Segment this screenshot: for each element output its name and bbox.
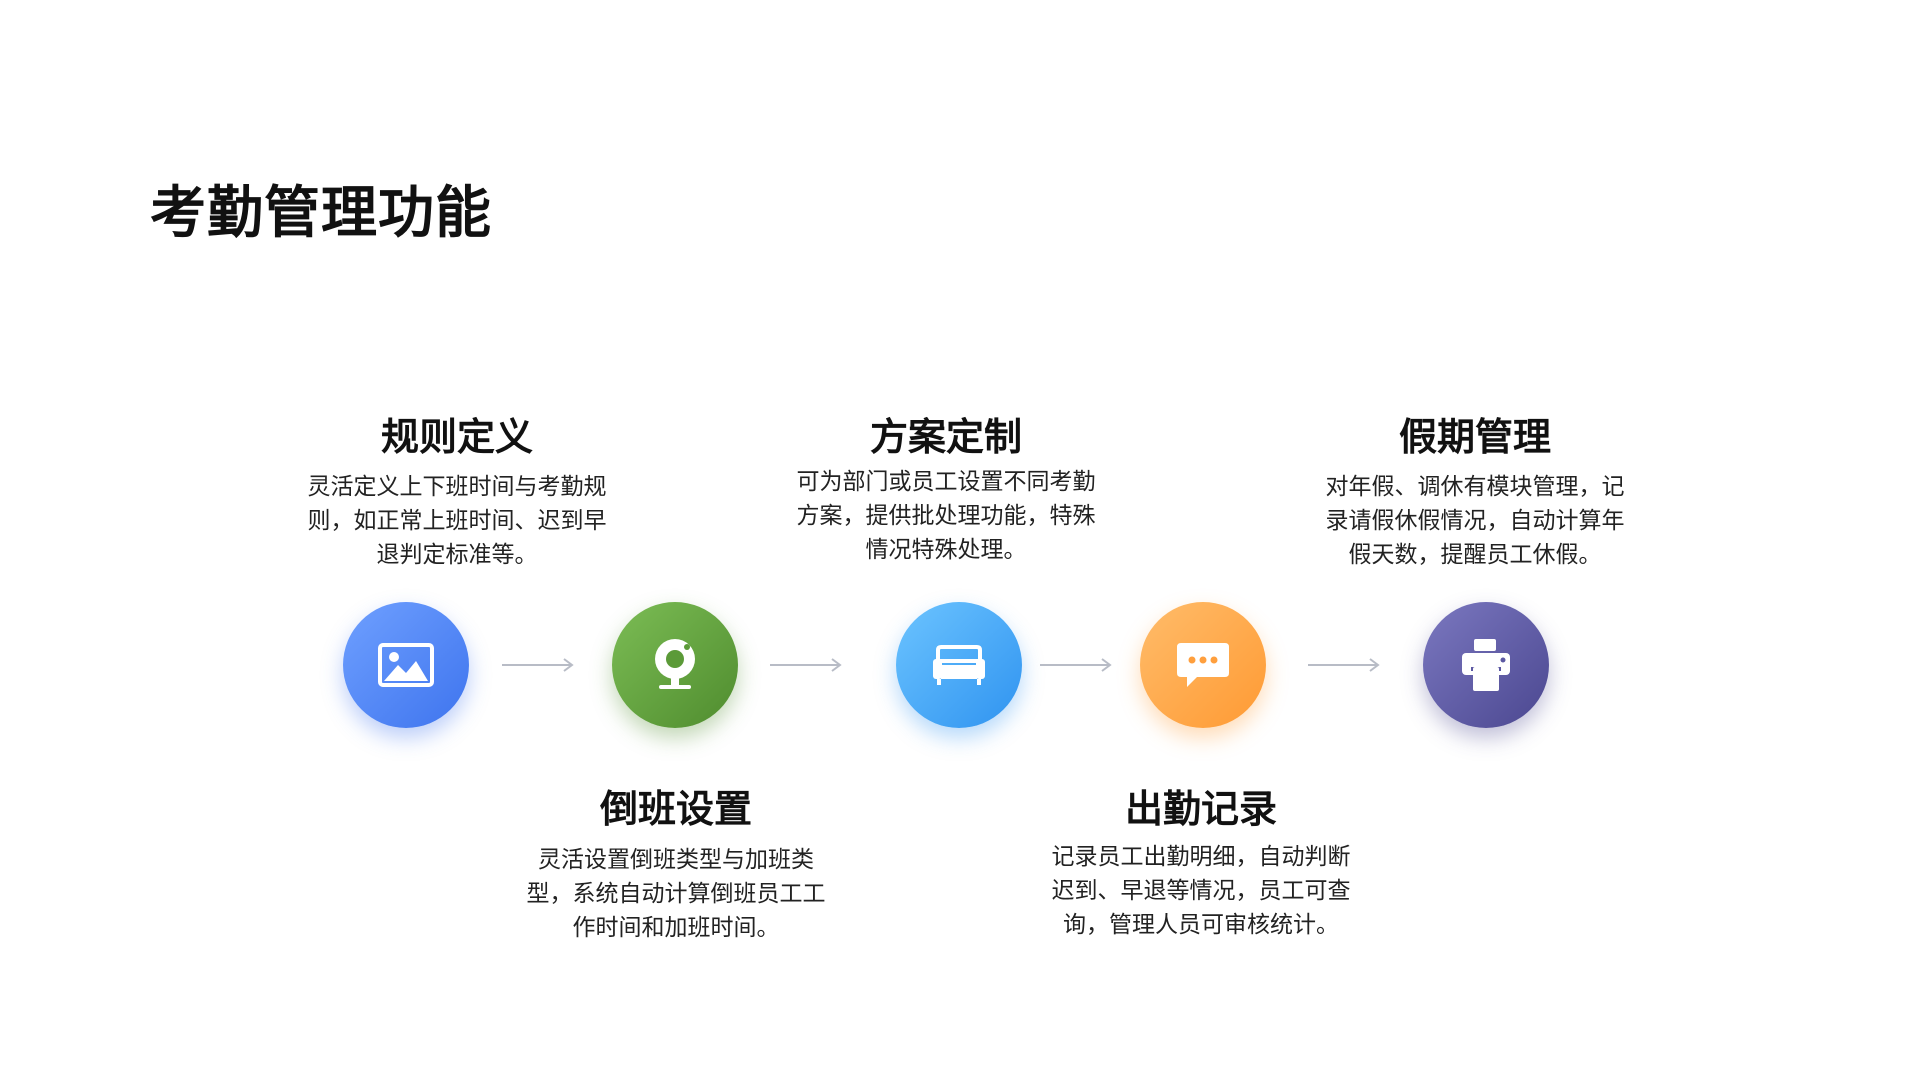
chat-icon	[1177, 643, 1229, 687]
printer-icon	[1462, 639, 1510, 691]
step-desc-leave: 对年假、调休有模块管理，记录请假休假情况，自动计算年假天数，提醒员工休假。	[1325, 474, 1625, 568]
step-title-rules: 规则定义	[380, 415, 533, 459]
sofa-icon	[933, 645, 985, 685]
step-node-shift	[612, 602, 738, 728]
page-title: 考勤管理功能	[150, 181, 492, 246]
step-desc-attendance: 记录员工出勤明细，自动判断迟到、早退等情况，员工可查询，管理人员可审核统计。	[1051, 844, 1351, 938]
step-desc-plan: 可为部门或员工设置不同考勤方案，提供批处理功能，特殊情况特殊处理。	[796, 469, 1096, 563]
step-title-shift: 倒班设置	[599, 787, 752, 831]
arrow-icon	[502, 658, 574, 672]
arrow-icon	[770, 658, 842, 672]
arrow-icon	[1308, 658, 1380, 672]
step-desc-shift: 灵活设置倒班类型与加班类型，系统自动计算倒班员工工作时间和加班时间。	[526, 847, 826, 941]
arrow-icon	[1040, 658, 1112, 672]
step-title-attendance: 出勤记录	[1124, 787, 1277, 831]
step-node-rules	[343, 602, 469, 728]
step-desc-rules: 灵活定义上下班时间与考勤规则，如正常上班时间、迟到早退判定标准等。	[307, 474, 607, 568]
step-title-leave: 假期管理	[1398, 415, 1551, 459]
image-icon	[378, 643, 434, 687]
step-title-plan: 方案定制	[869, 415, 1022, 459]
webcam-icon	[655, 639, 695, 689]
step-node-leave	[1423, 602, 1549, 728]
step-node-attendance	[1140, 602, 1266, 728]
step-node-plan	[896, 602, 1022, 728]
